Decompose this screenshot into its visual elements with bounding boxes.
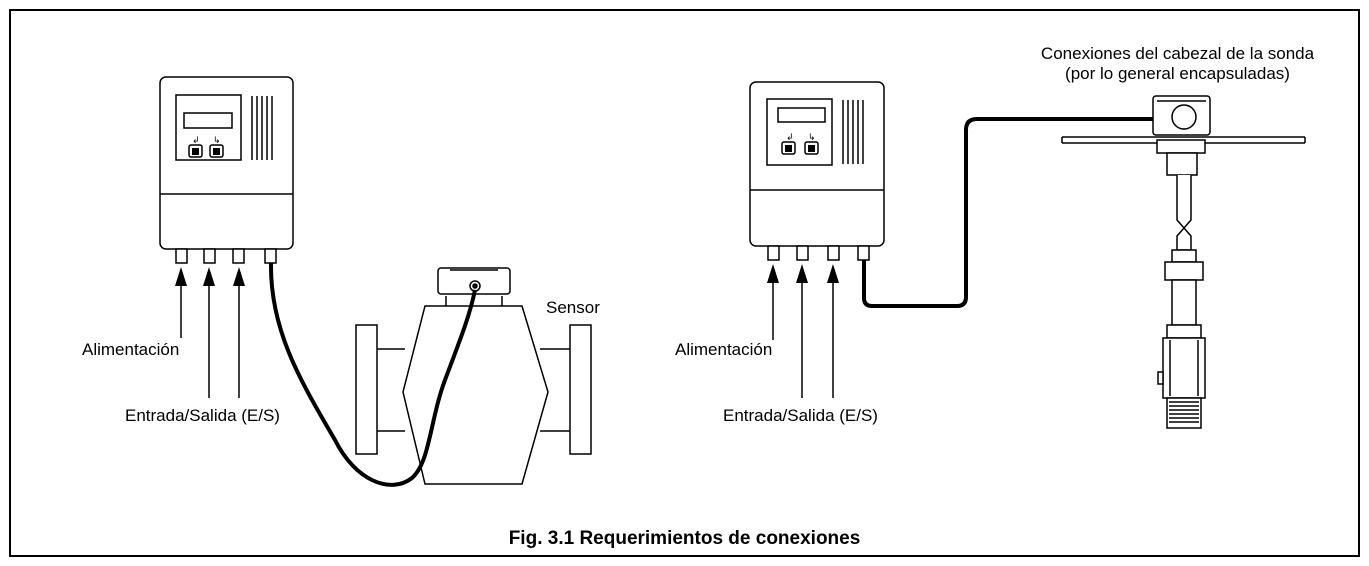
left-port-power <box>175 248 188 264</box>
left-io-arrows <box>208 285 240 398</box>
svg-text:↳: ↳ <box>808 133 816 143</box>
right-transmitter-unit: ↲ ↳ <box>749 81 885 261</box>
right-port-io-1 <box>796 245 809 261</box>
left-port-sensor <box>264 248 277 264</box>
right-io-label: Entrada/Salida (E/S) <box>723 406 878 425</box>
right-port-probe <box>857 245 870 261</box>
right-power-label: Alimentación <box>675 340 773 359</box>
right-display-window <box>777 107 826 123</box>
right-keys-icon: ↲ ↳ <box>781 133 819 155</box>
left-port-io-1 <box>203 248 216 264</box>
right-io-arrows <box>801 282 834 398</box>
probe-connections-label: Conexiones del cabezal de la sonda (por … <box>1005 44 1350 84</box>
figure-caption: Fig. 3.1 Requerimientos de conexiones <box>508 528 861 549</box>
flow-sensor-body <box>355 267 592 485</box>
svg-text:↲: ↲ <box>192 136 200 146</box>
left-io-label: Entrada/Salida (E/S) <box>125 406 280 425</box>
sensor-label: Sensor <box>546 298 600 317</box>
left-display-window <box>183 112 233 129</box>
probe-label-line1: Conexiones del cabezal de la sonda <box>1040 44 1315 63</box>
svg-text:↳: ↳ <box>213 136 221 146</box>
left-power-label: Alimentación <box>82 340 180 359</box>
probe-label-line2: (por lo general encapsuladas) <box>1065 64 1290 83</box>
svg-text:↲: ↲ <box>786 133 794 143</box>
left-port-io-2 <box>232 248 245 264</box>
left-keys-icon: ↲ ↳ <box>188 136 224 158</box>
insertion-probe <box>1061 95 1306 429</box>
right-probe-cable <box>862 117 1180 308</box>
right-port-io-2 <box>827 245 840 261</box>
left-transmitter-unit: ↲ ↳ <box>159 76 294 264</box>
left-sensor-cable <box>268 262 477 487</box>
right-port-power <box>767 245 780 261</box>
